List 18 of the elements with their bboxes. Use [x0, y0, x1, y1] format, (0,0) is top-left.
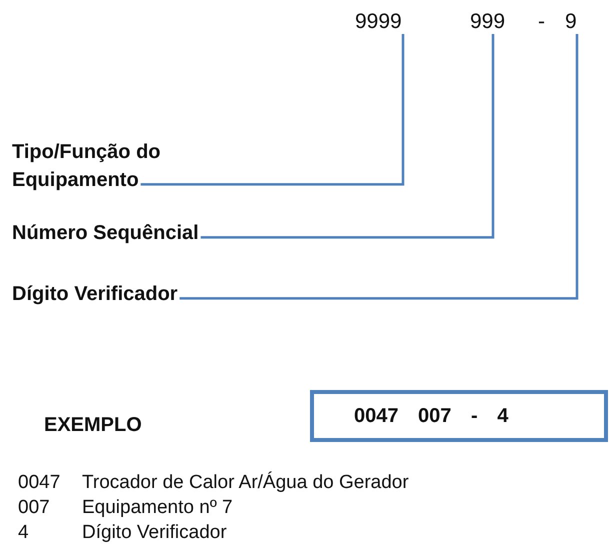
field-label: Número Sequêncial [12, 222, 199, 245]
hyphen-separator: - [538, 10, 545, 34]
legend-description: Trocador de Calor Ar/Água do Gerador [82, 472, 409, 494]
leader-line [200, 34, 494, 239]
example-code-box: 0047 007 - 4 [310, 390, 608, 442]
leader-line [180, 34, 578, 300]
code-digits: 9 [565, 10, 577, 34]
code-digits: 9999 [355, 10, 402, 34]
legend-description: Dígito Verificador [82, 522, 227, 544]
leader-line [140, 34, 404, 186]
field-label: Dígito Verificador [12, 283, 178, 306]
code-digits: 999 [470, 10, 506, 34]
legend-code: 0047 [18, 472, 60, 494]
legend-code: 4 [18, 522, 29, 544]
field-label: Tipo/Função do Equipamento [12, 138, 227, 194]
example-heading: EXEMPLO [44, 414, 142, 437]
legend-description: Equipamento nº 7 [82, 497, 233, 519]
legend-code: 007 [18, 497, 50, 519]
